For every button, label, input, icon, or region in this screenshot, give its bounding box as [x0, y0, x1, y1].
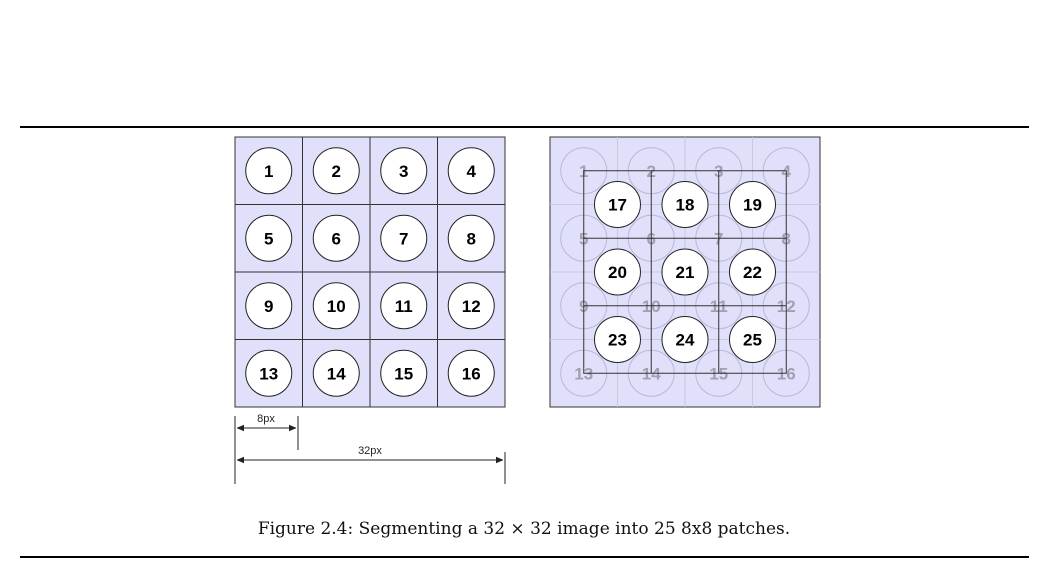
- overlap-patch-circle: [661, 181, 709, 228]
- patch-circle: [312, 147, 360, 195]
- patch-number: 9: [264, 297, 273, 316]
- patch-circle: [380, 282, 428, 330]
- figure-caption: Figure 2.4: Segmenting a 32 × 32 image i…: [257, 519, 791, 539]
- patch-circle: [312, 282, 360, 330]
- patch-number: 5: [264, 229, 273, 248]
- patch-circle: [245, 282, 293, 330]
- overlap-patch-number: 24: [676, 331, 695, 350]
- patch-number: 12: [462, 297, 481, 316]
- patch-number: 10: [327, 297, 346, 316]
- patch-circle: [245, 214, 293, 262]
- overlap-patch-number: 17: [608, 196, 627, 215]
- patch-number: 4: [467, 162, 477, 181]
- overlap-grid-border: [583, 170, 787, 374]
- dimension-annotations: 8px 32px: [234, 413, 506, 484]
- overlap-patch-circle: [594, 181, 641, 228]
- overlap-patch-circle: [661, 316, 709, 363]
- patch-number: 14: [327, 364, 346, 383]
- patch-number: 1: [264, 162, 273, 181]
- patch-circle: [312, 214, 360, 262]
- overlap-patch-number: 25: [743, 331, 762, 350]
- patch-circle: [245, 349, 293, 397]
- patch-number: 8: [467, 229, 476, 248]
- overlap-patch-circle: [729, 316, 776, 363]
- overlap-patch-number: 18: [676, 196, 695, 215]
- patch-number: 15: [394, 364, 413, 383]
- dim-32px-label: 32px: [358, 445, 382, 457]
- overlap-panel: 1234567891011121314151617181920212223242…: [549, 136, 821, 408]
- patch-number: 2: [332, 162, 341, 181]
- patch-circle: [447, 214, 495, 262]
- patch-number: 6: [332, 229, 341, 248]
- overlap-patch-number: 22: [743, 263, 762, 282]
- overlap-patch-circle: [729, 248, 776, 296]
- patch-circle: [245, 147, 293, 195]
- patch-number: 11: [395, 297, 413, 316]
- overlap-patch-circle: [594, 248, 641, 296]
- patch-circle: [380, 349, 428, 397]
- bottom-rule: [20, 556, 1029, 558]
- patch-circle: [447, 349, 495, 397]
- patch-circle: [312, 349, 360, 397]
- patch-circle: [380, 147, 428, 195]
- overlap-patch-number: 23: [608, 331, 627, 350]
- overlap-patch-circle: [729, 181, 776, 228]
- dim-8px-label: 8px: [257, 413, 275, 425]
- patch-circle: [447, 282, 495, 330]
- patch-circle: [380, 214, 428, 262]
- patch-number: 16: [462, 364, 481, 383]
- top-rule: [20, 126, 1029, 128]
- overlap-patch-number: 20: [608, 263, 627, 282]
- patch-number: 3: [399, 162, 408, 181]
- overlap-patch-circle: [594, 316, 641, 363]
- overlap-patch-number: 19: [743, 196, 762, 215]
- patch-circle: [447, 147, 495, 195]
- patch-number: 13: [259, 364, 278, 383]
- overlap-patch-number: 21: [676, 263, 695, 282]
- overlap-patch-circle: [661, 248, 709, 296]
- patch-number: 7: [399, 229, 408, 248]
